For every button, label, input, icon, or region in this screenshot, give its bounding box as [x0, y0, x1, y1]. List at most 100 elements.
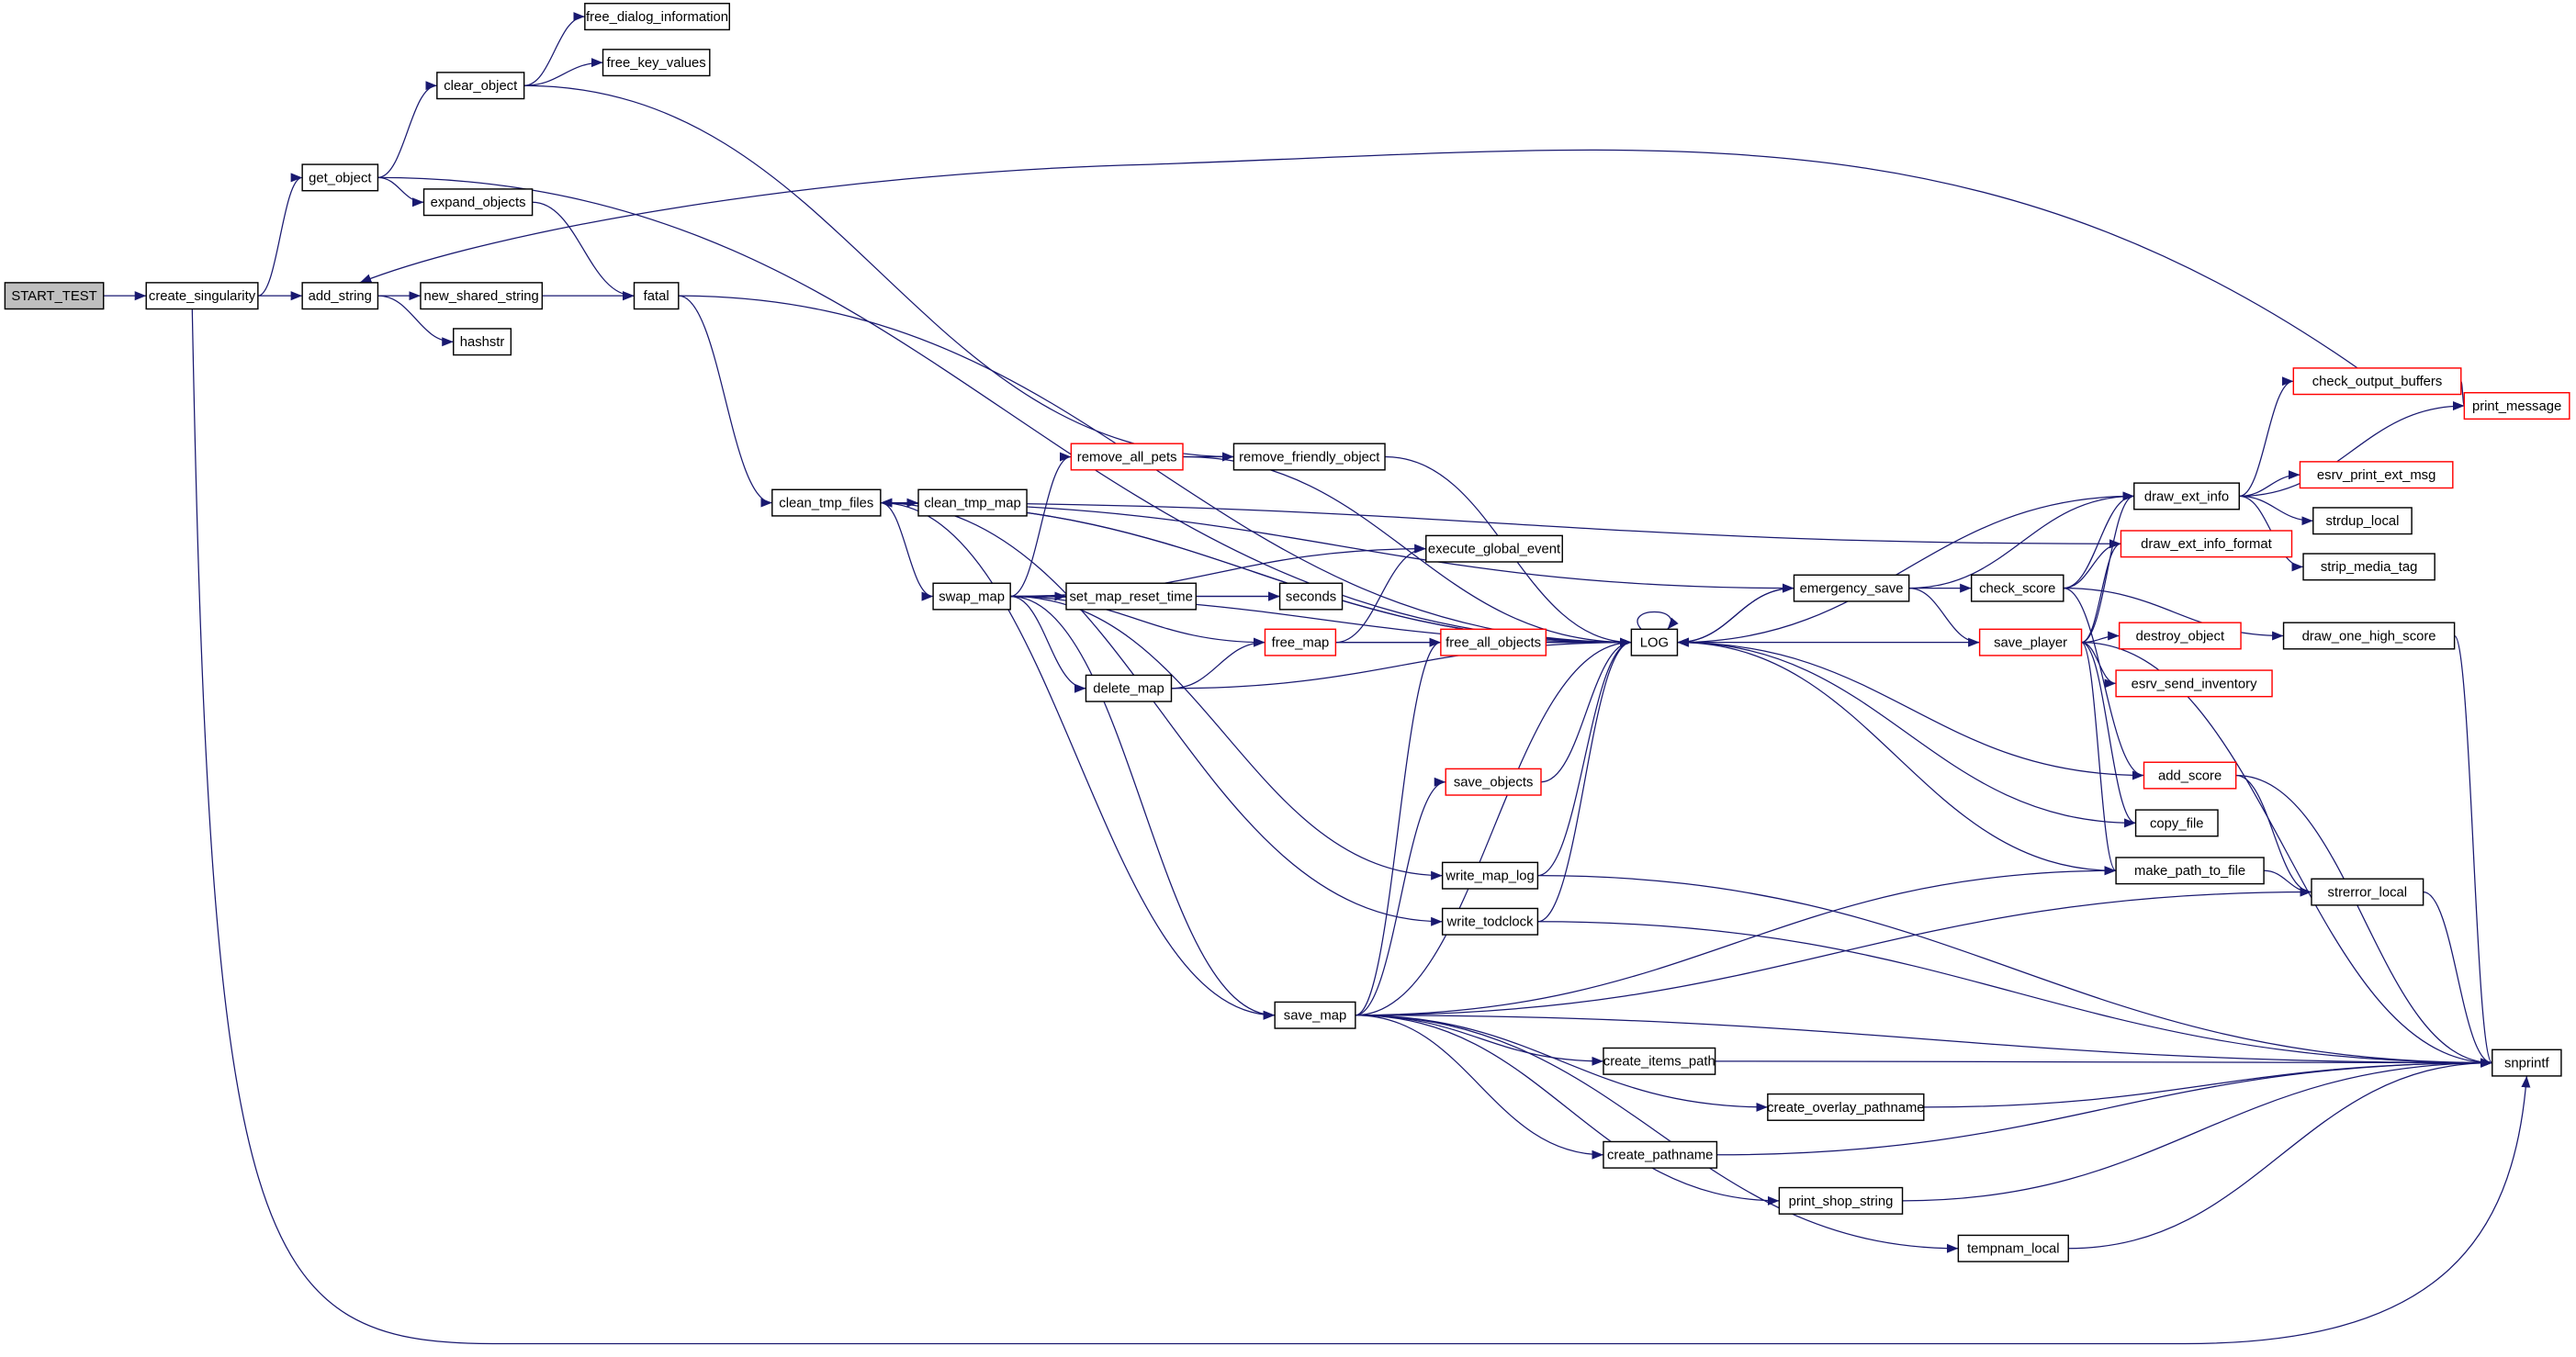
- call-edge-delete_map-to-LOG: [1171, 637, 1632, 690]
- node-label: write_todclock: [1446, 915, 1535, 930]
- node-label: destroy_object: [2136, 629, 2225, 644]
- function-node-destroy-object[interactable]: destroy_object: [2118, 622, 2242, 650]
- function-node-write-todclock[interactable]: write_todclock: [1441, 907, 1539, 936]
- node-box: [2282, 622, 2456, 650]
- function-node-make-path-to-file[interactable]: make_path_to_file: [2115, 857, 2265, 885]
- call-edge-save_objects-to-LOG: [1540, 637, 1632, 783]
- node-box: [1778, 1186, 1904, 1215]
- call-edge-tempnam_local-to-snprintf: [2068, 1058, 2492, 1250]
- node-label: save_player: [1994, 636, 2067, 651]
- node-box: [2118, 622, 2242, 650]
- node-label: strip_media_tag: [2321, 560, 2418, 575]
- function-node-log[interactable]: LOG: [1630, 628, 1679, 656]
- function-node-create-items-path[interactable]: create_items_path: [1603, 1047, 1716, 1075]
- function-node-execute-global-event[interactable]: execute_global_event: [1425, 534, 1563, 563]
- node-label: draw_ext_info_format: [2141, 537, 2272, 552]
- function-node-remove-all-pets[interactable]: remove_all_pets: [1070, 443, 1184, 471]
- call-edge-create_singularity-to-snprintf: [191, 308, 2531, 1345]
- function-node-draw-ext-info[interactable]: draw_ext_info: [2133, 482, 2240, 510]
- node-label: free_dialog_information: [586, 10, 728, 25]
- function-node-draw-one-high-score[interactable]: draw_one_high_score: [2282, 622, 2456, 650]
- call-edge-check_score-to-add_score: [2063, 587, 2144, 780]
- node-box: [2115, 857, 2265, 885]
- node-box: [1767, 1093, 1925, 1121]
- call-edge-save_map-to-create_items_path: [1355, 1015, 1603, 1066]
- node-label: check_output_buffers: [2312, 375, 2443, 389]
- node-box: [301, 282, 379, 310]
- function-node-strdup-local[interactable]: strdup_local: [2312, 507, 2413, 535]
- function-node-get-object[interactable]: get_object: [301, 163, 379, 192]
- call-edge-print_shop_string-to-snprintf: [1902, 1058, 2492, 1202]
- node-label: make_path_to_file: [2134, 864, 2245, 879]
- call-edge-check_output_buffers-to-add_string: [359, 149, 2358, 369]
- node-label: create_overlay_pathname: [1767, 1101, 1924, 1116]
- function-node-check-score[interactable]: check_score: [1970, 574, 2064, 602]
- function-node-create-overlay-pathname[interactable]: create_overlay_pathname: [1767, 1093, 1925, 1121]
- function-node-start-test: START_TEST: [4, 282, 105, 310]
- call-edge-draw_ext_info-to-check_output_buffers: [2239, 376, 2294, 498]
- function-node-strip-media-tag[interactable]: strip_media_tag: [2302, 553, 2435, 581]
- function-node-create-pathname[interactable]: create_pathname: [1603, 1140, 1718, 1169]
- node-label: draw_ext_info: [2144, 489, 2229, 504]
- node-label: create_singularity: [149, 289, 256, 304]
- function-node-add-string[interactable]: add_string: [301, 282, 379, 310]
- call-edge-check_score-to-draw_one_high_score: [2063, 587, 2284, 641]
- function-node-new-shared-string[interactable]: new_shared_string: [420, 282, 544, 310]
- function-node-print-message[interactable]: print_message: [2463, 392, 2570, 421]
- function-node-copy-file[interactable]: copy_file: [2134, 809, 2219, 837]
- function-node-clean-tmp-files[interactable]: clean_tmp_files: [771, 488, 882, 517]
- node-box: [2311, 878, 2424, 906]
- call-edge-draw_ext_info-to-esrv_print_ext_msg: [2239, 470, 2300, 498]
- node-box: [2120, 530, 2293, 558]
- node-box: [1603, 1140, 1718, 1169]
- function-node-free-dialog-information[interactable]: free_dialog_information: [584, 3, 730, 31]
- call-edge-fatal-to-clean_tmp_files: [678, 295, 772, 508]
- function-node-fatal[interactable]: fatal: [633, 282, 680, 310]
- function-node-free-all-objects[interactable]: free_all_objects: [1440, 628, 1547, 656]
- function-node-check-output-buffers[interactable]: check_output_buffers: [2292, 367, 2462, 396]
- function-node-esrv-send-inventory[interactable]: esrv_send_inventory: [2115, 669, 2273, 698]
- function-node-tempnam-local[interactable]: tempnam_local: [1957, 1234, 2069, 1262]
- node-label: copy_file: [2150, 816, 2204, 831]
- call-edge-create_items_path-to-snprintf: [1715, 1058, 2492, 1068]
- node-box: [1440, 628, 1547, 656]
- function-node-hashstr[interactable]: hashstr: [453, 328, 512, 356]
- node-box: [2143, 761, 2237, 790]
- function-node-emergency-save[interactable]: emergency_save: [1793, 574, 1910, 602]
- node-label: write_map_log: [1445, 869, 1534, 884]
- call-edge-clean_tmp_files-to-swap_map: [880, 501, 934, 601]
- function-node-seconds[interactable]: seconds: [1278, 582, 1344, 611]
- function-node-save-player[interactable]: save_player: [1978, 628, 2083, 656]
- function-node-esrv-print-ext-msg[interactable]: esrv_print_ext_msg: [2299, 461, 2454, 489]
- function-node-snprintf[interactable]: snprintf: [2492, 1049, 2562, 1077]
- function-node-expand-objects[interactable]: expand_objects: [422, 188, 534, 217]
- function-node-save-map[interactable]: save_map: [1274, 1001, 1356, 1029]
- function-node-delete-map[interactable]: delete_map: [1085, 674, 1173, 702]
- function-node-create-singularity[interactable]: create_singularity: [145, 282, 259, 310]
- node-label: free_key_values: [607, 56, 706, 71]
- node-label: expand_objects: [431, 196, 526, 210]
- function-node-set-map-reset-time[interactable]: set_map_reset_time: [1065, 582, 1198, 611]
- function-node-clean-tmp-map[interactable]: clean_tmp_map: [917, 488, 1028, 517]
- function-node-write-map-log[interactable]: write_map_log: [1441, 861, 1539, 890]
- call-edge-emergency_save-to-LOG: [1677, 587, 1794, 647]
- function-node-save-objects[interactable]: save_objects: [1445, 768, 1542, 796]
- function-node-remove-friendly-object[interactable]: remove_friendly_object: [1232, 443, 1386, 471]
- function-node-clear-object[interactable]: clear_object: [436, 72, 525, 100]
- node-box: [1085, 674, 1173, 702]
- function-node-swap-map[interactable]: swap_map: [932, 582, 1011, 611]
- call-edge-save_map-to-make_path_to_file: [1355, 866, 2117, 1016]
- function-node-print-shop-string[interactable]: print_shop_string: [1778, 1186, 1904, 1215]
- call-edge-check_score-to-draw_ext_info_format: [2063, 539, 2121, 589]
- function-node-draw-ext-info-format[interactable]: draw_ext_info_format: [2120, 530, 2293, 558]
- node-box: [1278, 582, 1344, 611]
- function-node-free-key-values[interactable]: free_key_values: [602, 49, 711, 77]
- call-edge-save_player-to-draw_ext_info_format: [2081, 539, 2121, 644]
- node-box: [2134, 809, 2219, 837]
- node-label: add_score: [2158, 768, 2222, 783]
- function-node-add-score[interactable]: add_score: [2143, 761, 2237, 790]
- function-node-strerror-local[interactable]: strerror_local: [2311, 878, 2424, 906]
- node-label: snprintf: [2504, 1056, 2550, 1071]
- function-node-free-map[interactable]: free_map: [1264, 628, 1337, 656]
- node-box: [301, 163, 379, 192]
